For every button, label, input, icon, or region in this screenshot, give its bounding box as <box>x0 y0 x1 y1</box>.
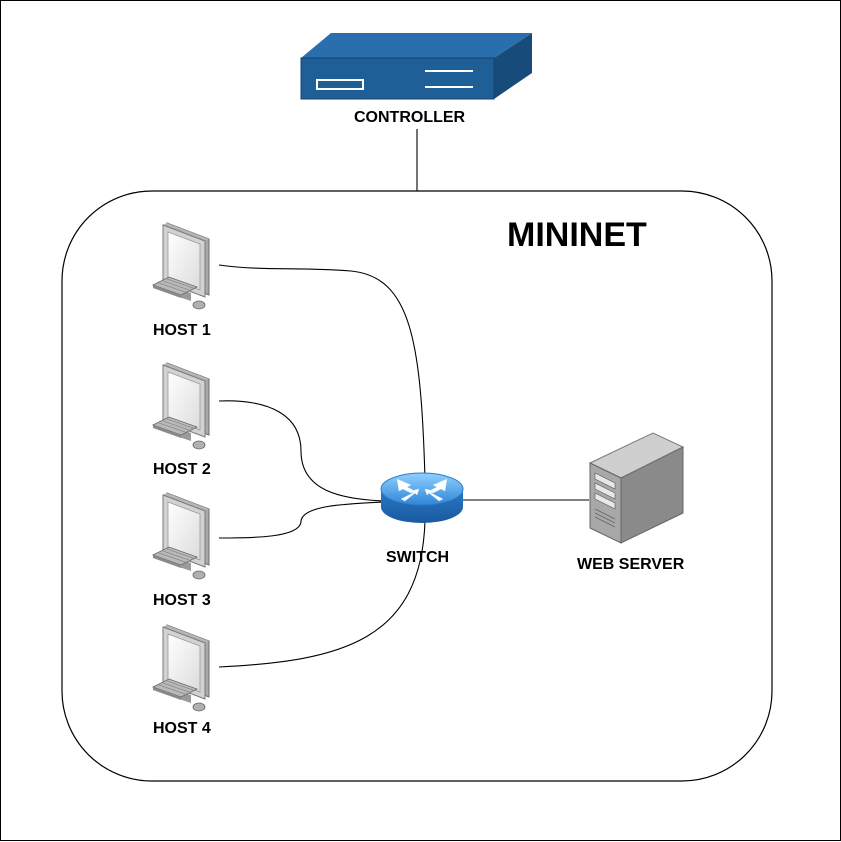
host-1-computer <box>152 222 210 310</box>
web-server-label: WEB SERVER <box>577 556 685 573</box>
network-appliance-icon <box>300 33 532 100</box>
host-3-label: HOST 3 <box>153 592 211 609</box>
tower-server-icon <box>588 432 685 544</box>
host-4-label: HOST 4 <box>153 720 211 737</box>
host-2-computer <box>152 362 210 450</box>
host-4-computer <box>152 624 210 712</box>
controller-label: CONTROLLER <box>354 109 466 126</box>
desktop-computer-icon <box>152 624 210 712</box>
link-host2-switch <box>218 400 384 502</box>
desktop-computer-icon <box>152 362 210 450</box>
router-switch-icon <box>380 472 464 523</box>
mininet-title: MININET <box>507 216 647 254</box>
desktop-computer-icon <box>152 492 210 580</box>
desktop-computer-icon <box>152 222 210 310</box>
links <box>218 129 589 668</box>
link-host4-switch <box>218 520 426 668</box>
link-host3-switch <box>218 501 384 539</box>
link-host1-switch <box>218 264 426 480</box>
host-2-label: HOST 2 <box>153 461 211 478</box>
host-1-label: HOST 1 <box>153 322 211 339</box>
host-3-computer <box>152 492 210 580</box>
switch-label: SWITCH <box>386 549 450 566</box>
